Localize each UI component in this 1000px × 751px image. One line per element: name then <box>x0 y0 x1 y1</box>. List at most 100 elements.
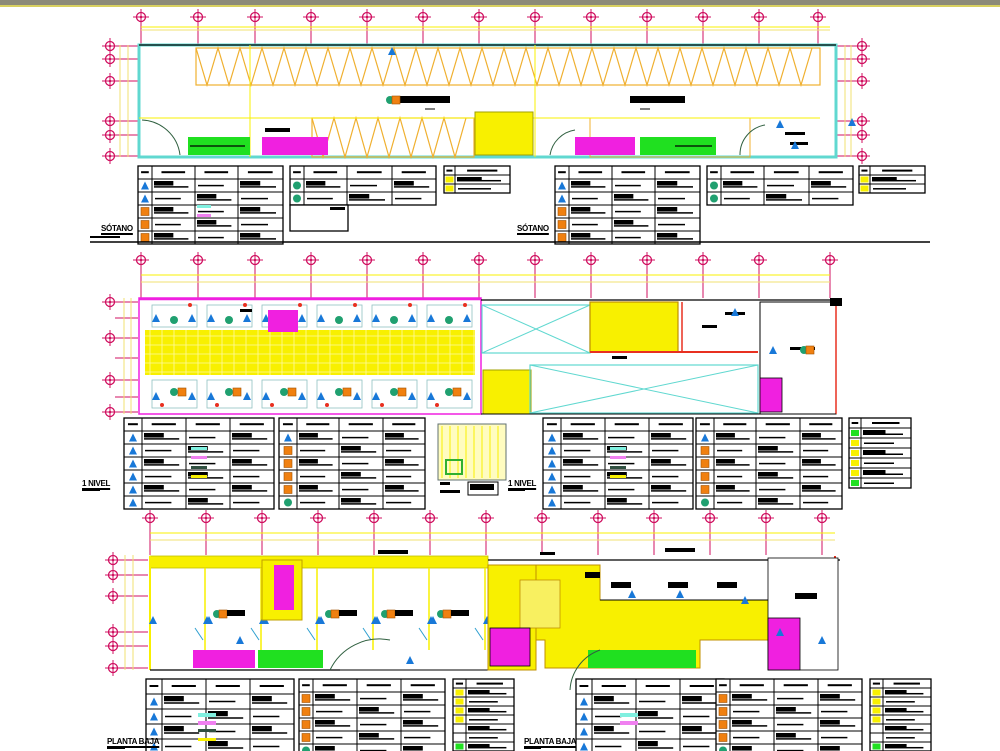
text-bar <box>809 423 833 426</box>
text-bar <box>766 199 802 201</box>
grid-bubble-icon <box>247 9 263 25</box>
text-bar <box>232 438 268 440</box>
grid-bubble-dot <box>589 15 593 19</box>
text-bar <box>470 484 494 490</box>
grid-bubble-icon <box>583 252 599 268</box>
text-bar <box>802 485 821 490</box>
text-bar <box>571 233 591 238</box>
room-outline <box>371 304 418 328</box>
triangle-symbol-icon <box>372 314 380 322</box>
swatch <box>198 729 216 732</box>
text-bar <box>469 737 498 739</box>
text-bar <box>259 685 284 687</box>
text-bar <box>558 171 566 174</box>
corridor-yellow <box>145 330 475 375</box>
panel-symbol-icon <box>557 207 567 216</box>
round-symbol-icon <box>335 388 343 396</box>
swatch <box>198 713 216 717</box>
text-bar <box>171 685 196 687</box>
text-bar <box>403 699 439 701</box>
text-bar <box>468 746 507 749</box>
grid-bubble-dot <box>820 516 824 520</box>
grid-bubble-icon <box>102 73 118 89</box>
panel-symbol-icon <box>177 387 187 397</box>
text-bar <box>145 449 172 452</box>
text-bar <box>882 169 913 172</box>
grid-bubble-dot <box>860 154 864 158</box>
triangle-symbol-icon <box>150 727 158 736</box>
text-bar <box>723 423 747 426</box>
yellow-swatch-icon <box>851 450 859 456</box>
fixture-dot <box>325 403 329 407</box>
triangle-symbol-icon <box>548 459 556 468</box>
panel-symbol-icon <box>140 220 150 229</box>
text-bar <box>253 745 280 748</box>
text-bar <box>385 459 404 464</box>
swatch <box>198 738 216 741</box>
panel-symbol-icon <box>301 720 311 729</box>
yellow-swatch-icon <box>851 460 859 466</box>
grid-bubble-icon <box>190 9 206 25</box>
grid-bubble-dot <box>260 516 264 520</box>
text-bar <box>240 309 252 312</box>
text-bar <box>265 128 290 132</box>
text-bar <box>885 708 907 712</box>
text-bar <box>795 593 817 599</box>
text-bar <box>385 485 404 490</box>
text-bar <box>571 207 591 212</box>
panel-symbol-icon <box>283 472 293 481</box>
text-bar <box>651 464 687 466</box>
text-bar <box>861 169 868 172</box>
text-bar <box>316 710 343 713</box>
text-bar <box>885 728 924 731</box>
text-bar <box>198 236 224 239</box>
triangle-symbol-icon <box>353 392 361 400</box>
text-bar <box>665 548 695 552</box>
grid-bubble-icon <box>102 404 118 420</box>
text-bar <box>571 181 591 186</box>
text-bar <box>571 186 606 188</box>
grid-bubble-dot <box>828 258 832 262</box>
text-bar <box>188 472 208 477</box>
text-bar <box>215 685 240 687</box>
text-bar <box>872 682 881 685</box>
grid-bubble-icon <box>854 148 870 164</box>
grid-bubble-icon <box>359 252 375 268</box>
text-bar <box>404 710 431 713</box>
grid-bubble-icon <box>646 510 662 526</box>
text-bar <box>886 737 915 739</box>
yellow-swatch-icon <box>860 185 869 192</box>
text-bar <box>299 438 333 440</box>
grid-bubble-dot <box>701 258 705 262</box>
door-swing <box>569 649 601 691</box>
text-bar <box>468 692 507 695</box>
text-bar <box>164 726 184 732</box>
text-bar <box>144 490 180 492</box>
grid-bubble-icon <box>105 638 121 654</box>
text-bar <box>717 449 743 452</box>
panel-symbol-icon <box>391 95 401 105</box>
grid-bubble-icon <box>102 372 118 388</box>
magenta-ramp-area <box>262 137 328 155</box>
text-bar <box>820 720 840 725</box>
panel-symbol-icon <box>218 609 228 619</box>
text-bar <box>863 473 903 475</box>
fixture-dot <box>408 303 412 307</box>
text-bar <box>723 181 743 186</box>
text-bar <box>315 725 351 727</box>
grid-bubble-icon <box>303 9 319 25</box>
room-outline <box>316 304 363 328</box>
panel-symbol-icon <box>557 220 567 229</box>
door-swing <box>329 638 391 671</box>
grid-bubble-icon <box>854 73 870 89</box>
text-bar <box>457 177 482 181</box>
grid-bubble-dot <box>196 258 200 262</box>
grid-bubble-icon <box>695 9 711 25</box>
text-bar <box>155 223 181 226</box>
text-bar <box>240 207 261 212</box>
grid-bubble-icon <box>583 9 599 25</box>
text-bar <box>154 186 189 188</box>
fixture-dot <box>298 303 302 307</box>
text-bar <box>578 171 603 174</box>
